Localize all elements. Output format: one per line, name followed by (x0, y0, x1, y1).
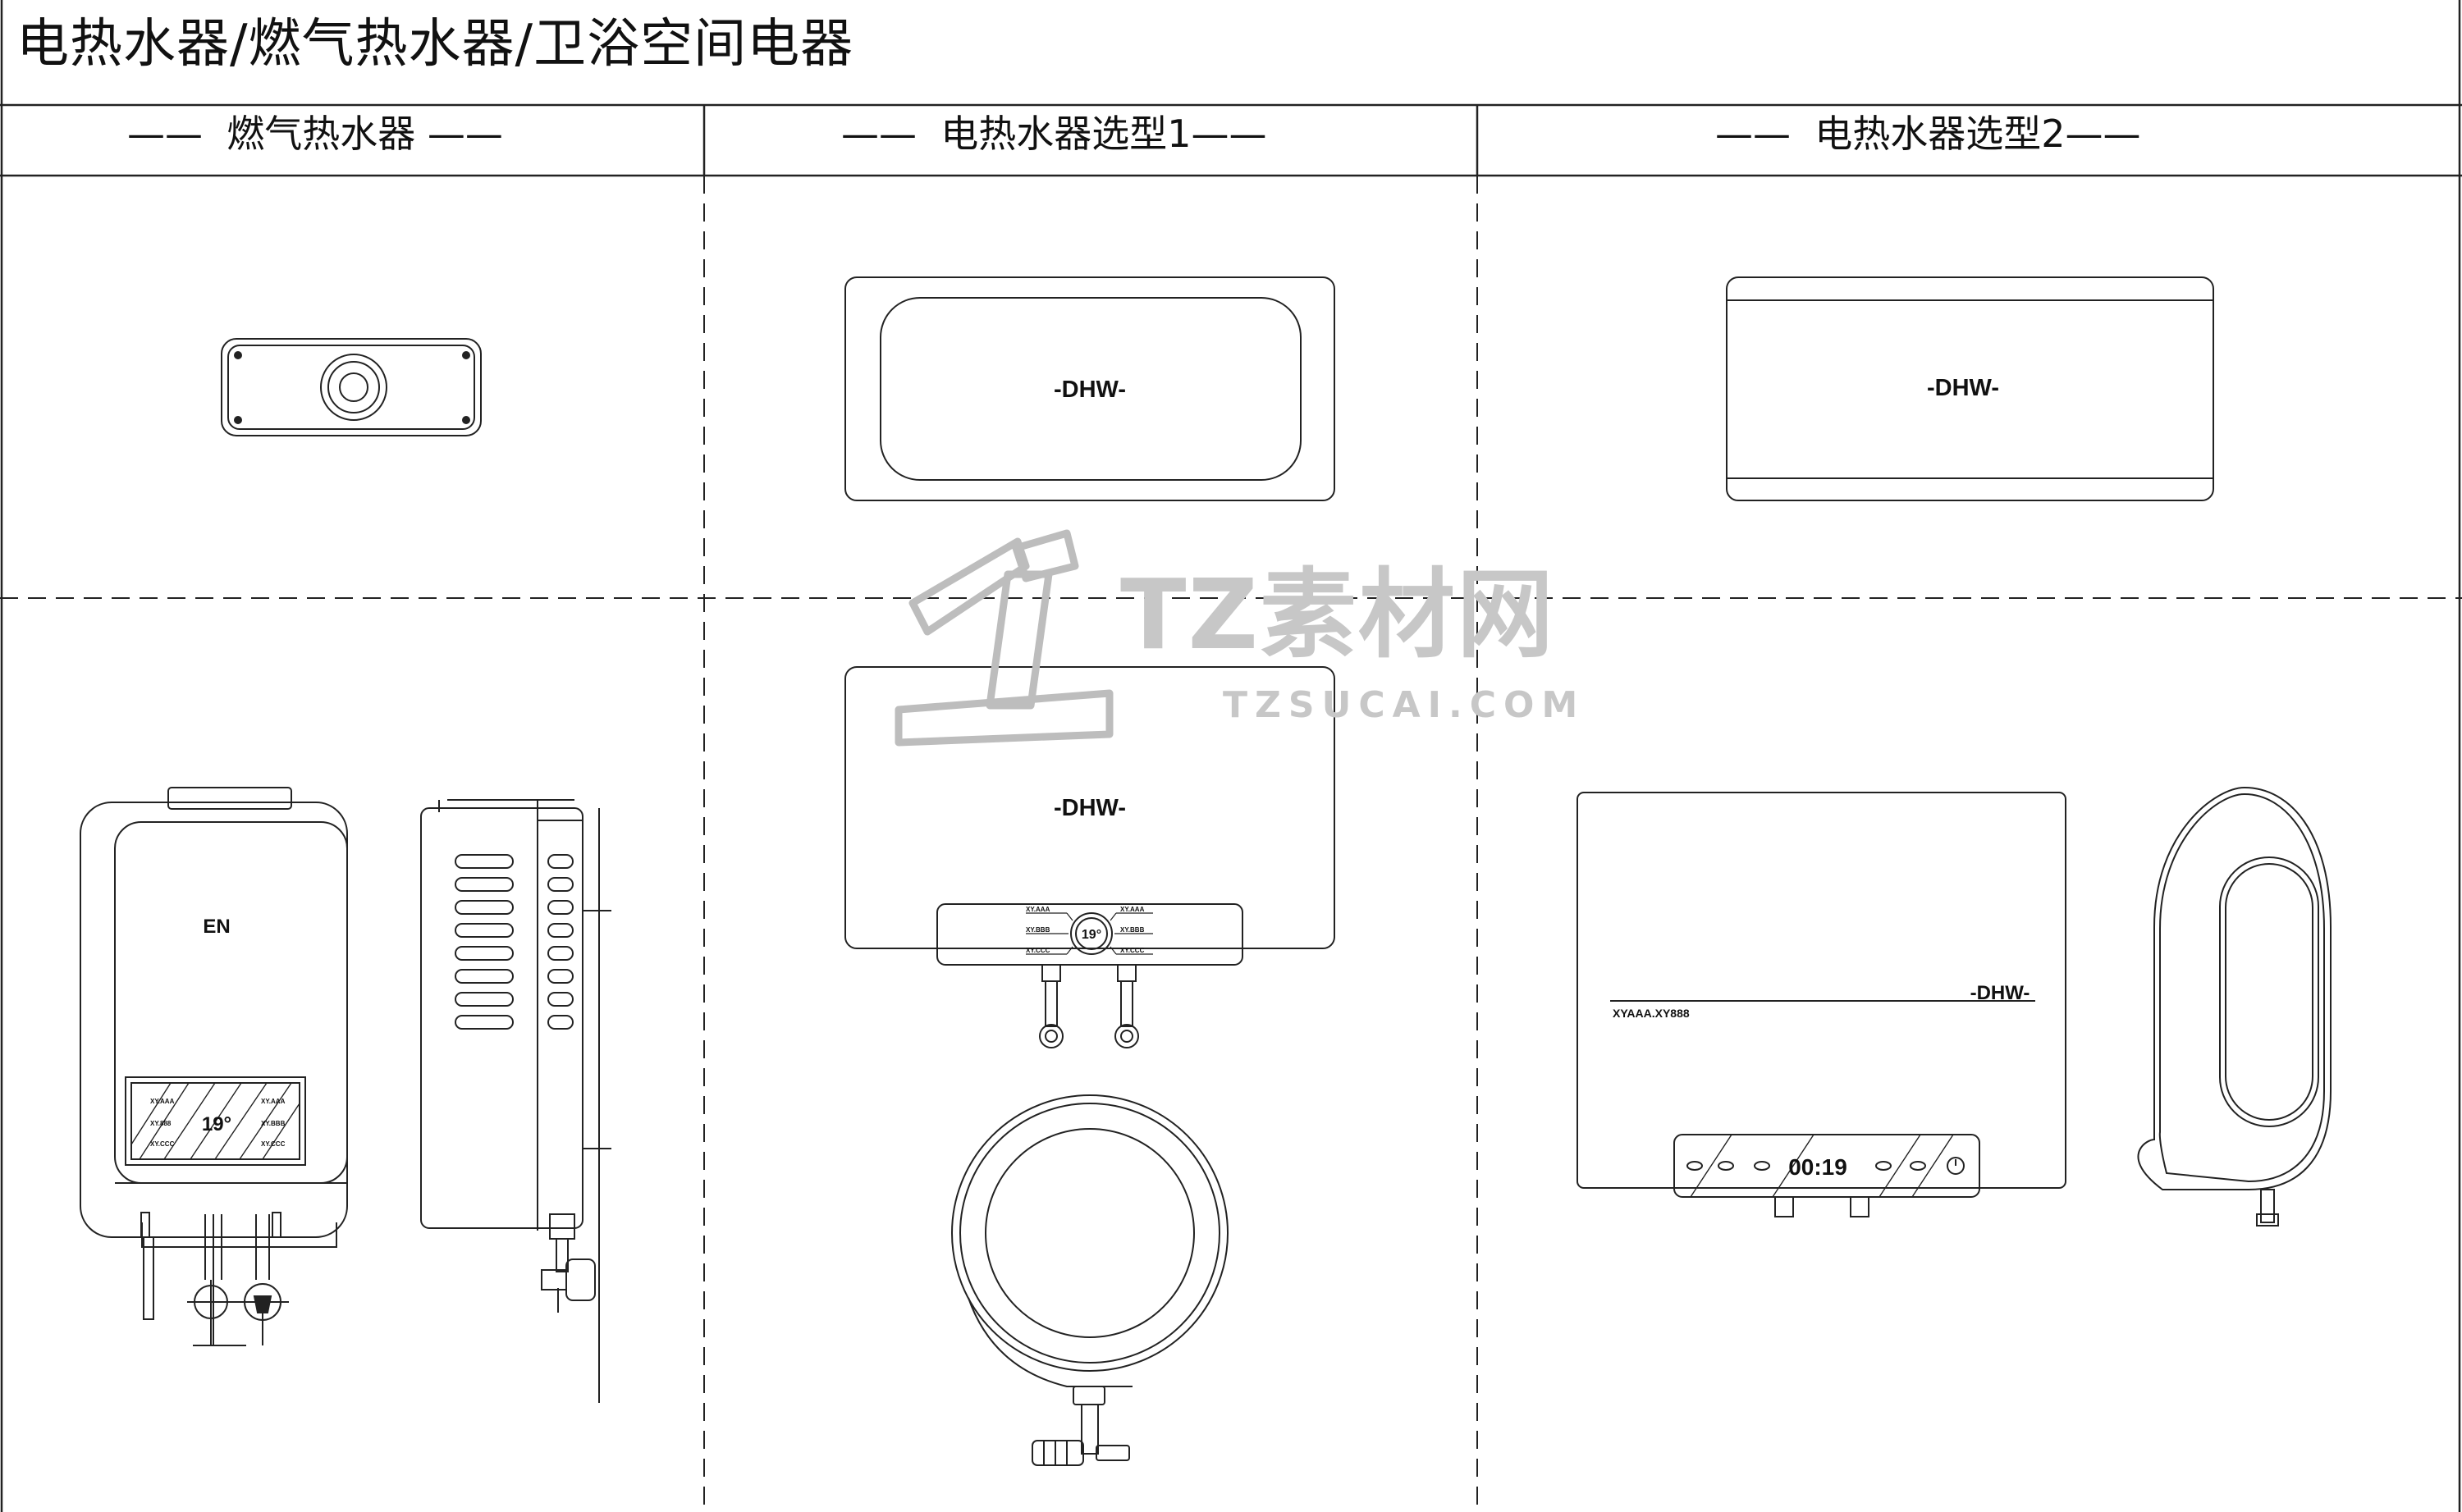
dhw-label-e1-top: -DHW- (1054, 377, 1126, 403)
gas-panel-label-bbb: XY.BBB (261, 1120, 286, 1127)
electric-2-front-view (1577, 792, 2066, 1217)
side-vent-slots (455, 854, 574, 1030)
watermark-brand: TZ素材网 (1120, 558, 1556, 671)
e1-panel-label-ccc-right: XY.CCC (1120, 947, 1145, 954)
column-label-electric-1: 电热水器选型1 (940, 112, 1192, 156)
column-header-gas: —— 燃气热水器 —— (127, 112, 503, 156)
gas-panel-label-ccc-left: XY.CCC (150, 1140, 175, 1148)
gas-heater-side-view (420, 799, 611, 1403)
gas-temperature-display: 19° (202, 1113, 231, 1135)
gas-heater-top-view (221, 338, 482, 436)
column-header-electric-2: —— 电热水器选型2—— (1715, 112, 2141, 156)
watermark-logo-icon (895, 529, 1114, 747)
sheet-title: 电热水器/燃气热水器/卫浴空间电器 (16, 14, 854, 75)
e1-panel-label-aaa-left: XY.AAA (1026, 906, 1050, 913)
e1-panel-label-bbb-left: XY.BBB (1026, 926, 1050, 934)
dhw-label-e1-front: -DHW- (1054, 795, 1126, 821)
e1-panel-label-ccc-left: XY.CCC (1026, 947, 1050, 954)
e1-panel-label-aaa-right: XY.AAA (1120, 906, 1145, 913)
dhw-label-e2-front: -DHW- (1970, 982, 2030, 1004)
gas-panel-label-ccc-right: XY.CCC (261, 1140, 286, 1148)
dhw-label-e2-top: -DHW- (1927, 375, 1999, 401)
e1-temperature-display: 19° (1082, 928, 1101, 942)
watermark-url: TZSUCAI.COM (1223, 684, 1586, 726)
column-header-electric-1: —— 电热水器选型1—— (841, 112, 1267, 156)
en-label: EN (203, 916, 230, 938)
gas-heater-front-view (80, 787, 348, 1346)
gas-panel-label-aaa-right: XY.AAA (261, 1098, 286, 1105)
column-label-gas: 燃气热水器 (227, 112, 416, 156)
e2-clock-display: 00:19 (1788, 1154, 1847, 1180)
column-label-electric-2: 电热水器选型2 (1814, 112, 2066, 156)
e1-panel-label-bbb-right: XY.BBB (1120, 926, 1145, 934)
electric-2-top-view (1726, 276, 2214, 501)
electric-1-top-view (844, 276, 1335, 501)
electric-1-front-view (844, 666, 1335, 1048)
gas-panel-label-aaa-left: XY.AAA (150, 1098, 175, 1105)
gas-panel-label-888: XY.888 (150, 1120, 172, 1127)
e2-model-code: XYAAA.XY888 (1613, 1007, 1690, 1020)
drawing-labels: -DHW- -DHW- -DHW- -DHW- EN 19° 19° 00:19… (150, 375, 2030, 1180)
electric-1-side-view (951, 1094, 1229, 1466)
electric-2-side-view (2137, 786, 2332, 1227)
